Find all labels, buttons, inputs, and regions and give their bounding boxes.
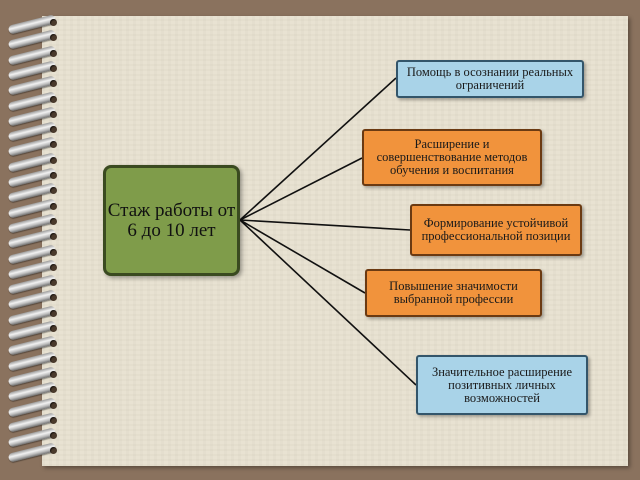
punch-hole (50, 34, 57, 42)
branch-node-4: Повышение значимости выбранной профессии (365, 269, 542, 317)
punch-hole (50, 447, 57, 455)
punch-hole (50, 156, 57, 164)
punch-hole (50, 294, 57, 302)
punch-hole (50, 432, 57, 440)
punch-hole (50, 279, 57, 287)
punch-hole (50, 355, 57, 363)
branch-node-3: Формирование устойчивой профессиональной… (410, 204, 582, 256)
punch-hole (50, 141, 57, 149)
punch-hole (50, 401, 57, 409)
punch-hole (50, 248, 57, 256)
punch-hole (50, 80, 57, 88)
branch-node-1: Помощь в осознании реальных ограничений (396, 60, 584, 98)
branch-node-5-label: Значительное расширение позитивных личны… (431, 364, 573, 405)
branch-node-4-label: Повышение значимости выбранной профессии (389, 279, 518, 306)
punch-hole (50, 64, 57, 72)
punch-hole (50, 126, 57, 134)
punch-hole (50, 386, 57, 394)
central-node-label: Стаж работы от 6 до 10 лет (107, 199, 236, 241)
punch-hole (50, 110, 57, 118)
central-node: Стаж работы от 6 до 10 лет (103, 165, 240, 276)
branch-node-2-label: Расширение и совершенствование методов о… (376, 137, 528, 177)
connector-line-5 (239, 219, 417, 386)
punch-hole (50, 340, 57, 348)
punch-hole (50, 263, 57, 271)
branch-node-3-label: Формирование устойчивой профессиональной… (421, 216, 571, 243)
connector-line-3 (239, 219, 411, 231)
branch-node-1-label: Помощь в осознании реальных ограничений (406, 65, 574, 92)
punch-hole (50, 95, 57, 103)
punch-hole (50, 187, 57, 195)
punch-hole (50, 309, 57, 317)
branch-node-2: Расширение и совершенствование методов о… (362, 129, 542, 186)
punch-hole (50, 416, 57, 424)
punch-hole (50, 49, 57, 57)
punch-hole (50, 217, 57, 225)
punch-hole (50, 19, 57, 26)
punch-hole (50, 370, 57, 378)
connector-line-2 (239, 157, 363, 221)
punch-hole (50, 325, 57, 332)
punch-hole (50, 172, 57, 179)
punch-hole (50, 202, 57, 210)
punch-hole (50, 233, 57, 241)
connector-line-4 (239, 219, 366, 294)
connector-line-1 (239, 77, 397, 221)
branch-node-5: Значительное расширение позитивных личны… (416, 355, 588, 415)
